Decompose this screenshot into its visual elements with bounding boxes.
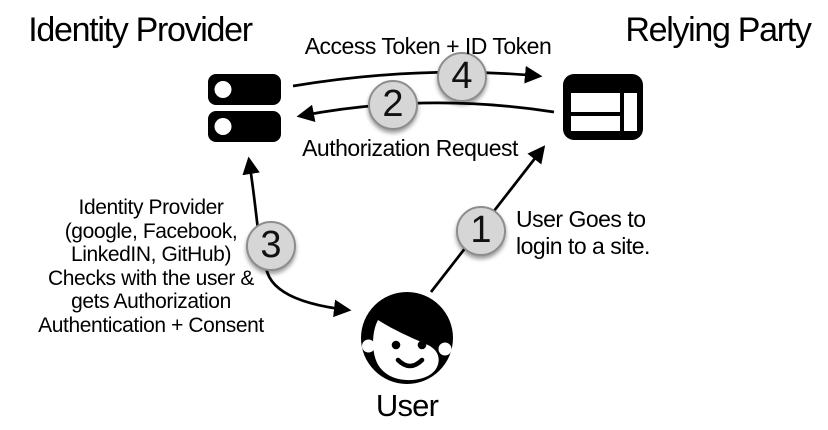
server-icon: [208, 74, 281, 142]
identity-provider-heading: Identity Provider: [28, 11, 253, 49]
user-label: User: [375, 388, 439, 423]
user-login-label: User Goes to login to a site.: [516, 206, 650, 259]
idp-check-line-1: Identity Provider: [78, 196, 224, 219]
relying-party-heading: Relying Party: [625, 11, 812, 49]
user-login-line-2: login to a site.: [516, 232, 650, 259]
step-circle-3: 3: [246, 221, 296, 271]
idp-check-line-3: LinkedIN, GitHub): [70, 243, 232, 266]
person-face-icon: [361, 292, 453, 384]
step-number-2: 2: [382, 83, 404, 125]
idp-check-note: Identity Provider (google, Facebook, Lin…: [14, 196, 288, 337]
authorization-request-label: Authorization Request: [302, 135, 518, 161]
arrow-idp-check-up: [242, 156, 260, 231]
arrow-authorization-request: [296, 101, 555, 122]
user-login-line-1: User Goes to: [516, 206, 646, 232]
step-number-3: 3: [260, 224, 282, 266]
idp-check-line-4: Checks with the user &: [48, 266, 254, 290]
step-number-4: 4: [451, 55, 473, 97]
idp-check-line-2: (google, Facebook,: [64, 219, 238, 243]
browser-window-icon: [563, 74, 643, 140]
step-circle-1: 1: [456, 206, 506, 256]
step-circle-4: 4: [437, 52, 487, 102]
step-number-1: 1: [470, 209, 492, 251]
idp-check-line-5: gets Authorization: [71, 290, 231, 313]
step-circle-2: 2: [368, 80, 418, 130]
arrow-access-token: [292, 65, 543, 88]
access-token-label: Access Token + ID Token: [304, 33, 552, 59]
idp-check-line-6: Authentication + Consent: [38, 313, 264, 337]
